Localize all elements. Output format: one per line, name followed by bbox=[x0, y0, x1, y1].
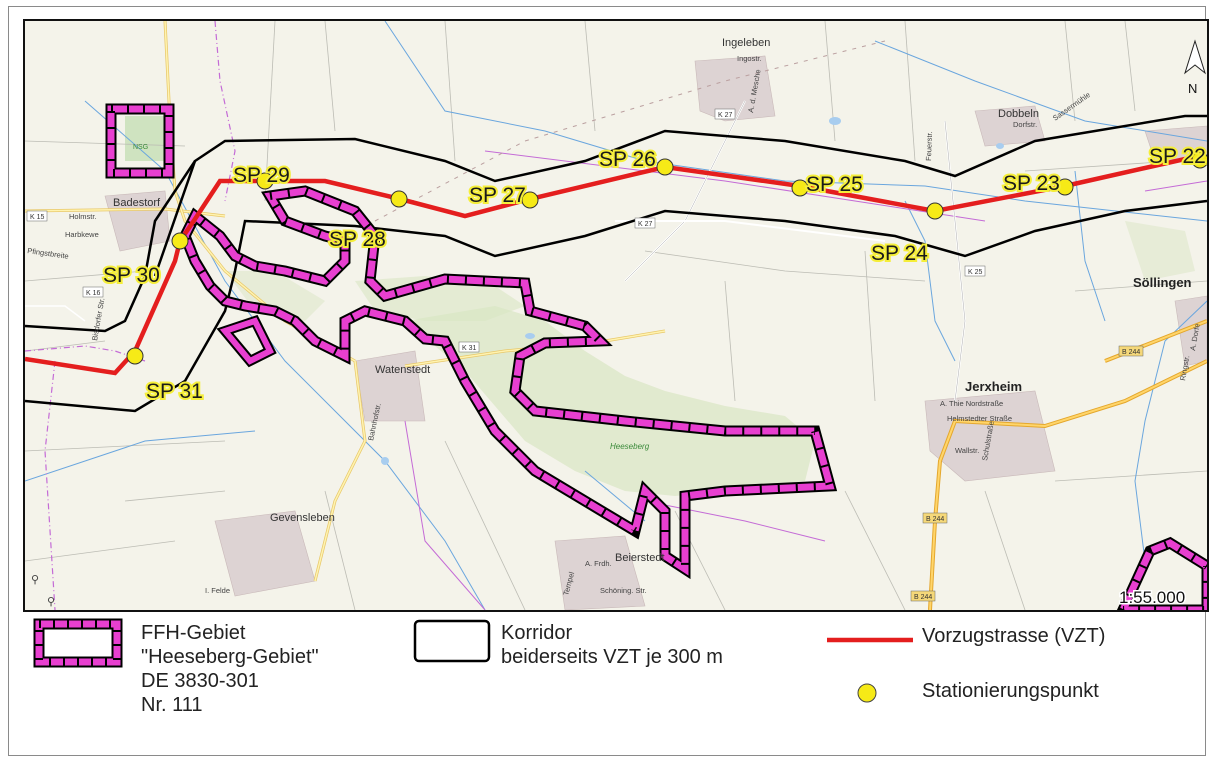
street-feuerstr: Feuerstr. bbox=[924, 131, 934, 161]
station-point-8 bbox=[256, 172, 274, 190]
station-point-10 bbox=[126, 347, 144, 365]
north-arrow: N bbox=[1184, 39, 1206, 96]
road-b244-mid: B 244 bbox=[926, 516, 944, 523]
wind-turbine-icon: ⚲ bbox=[31, 573, 39, 586]
station-label-2: SP 23 bbox=[1003, 172, 1060, 195]
station-label-6: SP 27 bbox=[469, 184, 526, 207]
legend-ffh-line3: DE 3830-301 bbox=[141, 670, 259, 692]
street-holmstr: Holmstr. bbox=[69, 212, 97, 221]
legend-route-symbol bbox=[825, 632, 915, 643]
admin-boundaries-solid bbox=[404, 150, 1207, 610]
legend-ffh-line1: FFH-Gebiet bbox=[141, 622, 246, 644]
station-label-1: SP 22 bbox=[1149, 145, 1206, 168]
street-thie: A. Thie Nordstraße bbox=[940, 399, 1003, 408]
map-scale: 1:55.000 bbox=[1119, 588, 1185, 607]
station-label-9: SP 30 bbox=[103, 264, 160, 287]
street-dorfstr: Dorfstr. bbox=[1013, 120, 1037, 129]
place-gevensleben: Gevensleben bbox=[270, 512, 335, 524]
station-point-7 bbox=[390, 190, 408, 208]
legend-corridor-symbol bbox=[413, 619, 493, 665]
legend-corridor-text: Korridor beiderseits VZT je 300 m bbox=[501, 621, 723, 669]
place-heeseberg: Heeseberg bbox=[610, 442, 650, 451]
street-harbkewe: Harbkewe bbox=[65, 230, 99, 239]
station-point-2 bbox=[1056, 178, 1074, 196]
road-k15: K 15 bbox=[30, 214, 45, 221]
legend-ffh-symbol bbox=[33, 618, 123, 668]
map-panel: SP 22 SP 23 SP 24 SP 25 SP 26 SP 27 SP 28 SP 29… bbox=[23, 19, 1209, 612]
station-label-8: SP 29 bbox=[233, 164, 290, 187]
road-b244-east: B 244 bbox=[1122, 349, 1140, 356]
legend-route-text: Vorzugstrasse (VZT) bbox=[922, 625, 1106, 647]
station-point-4 bbox=[791, 179, 809, 197]
place-jerxheim: Jerxheim bbox=[965, 379, 1022, 394]
north-label: N bbox=[1188, 81, 1197, 96]
road-b244-south: B 244 bbox=[914, 594, 932, 601]
field-boundaries bbox=[25, 21, 1207, 610]
street-felde: I. Felde bbox=[205, 586, 230, 595]
preferred-route bbox=[25, 156, 1207, 376]
legend-ffh-line4: Nr. 111 bbox=[141, 694, 203, 716]
legend-corridor-line2: beiderseits VZT je 300 m bbox=[501, 646, 723, 668]
nsg-label: NSG bbox=[133, 144, 148, 151]
street-schoning: Schöning. Str. bbox=[600, 586, 647, 595]
street-wallstr: Wallstr. bbox=[955, 446, 979, 455]
place-beierstedt: Beierstedt bbox=[615, 552, 665, 564]
ffh-area bbox=[105, 103, 1207, 610]
station-point-5 bbox=[656, 158, 674, 176]
legend-station-text: Stationierungspunkt bbox=[922, 680, 1099, 702]
street-helmstedter: Helmstedter Straße bbox=[947, 414, 1012, 423]
map-figure: SP 22 SP 23 SP 24 SP 25 SP 26 SP 27 SP 28 SP 29… bbox=[8, 6, 1209, 756]
station-label-3: SP 24 bbox=[871, 242, 928, 265]
station-points: SP 22 SP 23 SP 24 SP 25 SP 26 SP 27 SP 28 SP 29… bbox=[101, 143, 1207, 405]
place-ingeleben: Ingeleben bbox=[722, 37, 770, 49]
legend-station-symbol bbox=[855, 681, 879, 705]
place-dobbeln: Dobbeln bbox=[998, 108, 1039, 120]
place-badestorf: Badestorf bbox=[113, 197, 161, 209]
corridor-300m bbox=[25, 114, 1207, 413]
wind-turbine-icon-2: ⚲ bbox=[47, 595, 55, 608]
street-frdh: A. Frdh. bbox=[585, 559, 612, 568]
station-label-5: SP 26 bbox=[599, 148, 656, 171]
legend-ffh-text: FFH-Gebiet "Heeseberg-Gebiet" DE 3830-30… bbox=[141, 621, 319, 717]
station-point-9 bbox=[171, 232, 189, 250]
place-labels: Ingeleben Dobbeln Badestorf Watenstedt G… bbox=[113, 37, 1192, 564]
place-watenstedt: Watenstedt bbox=[375, 364, 430, 376]
map-canvas: SP 22 SP 23 SP 24 SP 25 SP 26 SP 27 SP 28 SP 29… bbox=[25, 21, 1207, 610]
street-ingostr: Ingostr. bbox=[737, 54, 762, 63]
station-point-3 bbox=[926, 202, 944, 220]
ponds bbox=[381, 117, 1004, 465]
legend-corridor-line1: Korridor bbox=[501, 622, 573, 644]
place-sollingen: Söllingen bbox=[1133, 275, 1192, 290]
station-label-7: SP 28 bbox=[329, 228, 386, 251]
road-k16: K 16 bbox=[86, 290, 101, 297]
street-ringstr: Ringstr. bbox=[1178, 355, 1191, 382]
road-k31: K 31 bbox=[462, 345, 477, 352]
railway bbox=[374, 40, 886, 222]
road-labels: K 15 K 16 K 25 K 27 K 27 K 31 B 244 B 24… bbox=[26, 108, 1144, 602]
station-point-1 bbox=[1191, 151, 1207, 169]
road-k27-north: K 27 bbox=[718, 112, 733, 119]
road-k25: K 25 bbox=[968, 269, 983, 276]
road-k27-south: K 27 bbox=[638, 221, 653, 228]
station-label-10: SP 31 bbox=[146, 380, 203, 403]
station-point-6 bbox=[521, 191, 539, 209]
station-label-4: SP 25 bbox=[806, 173, 863, 196]
legend-ffh-line2: "Heeseberg-Gebiet" bbox=[141, 646, 319, 668]
